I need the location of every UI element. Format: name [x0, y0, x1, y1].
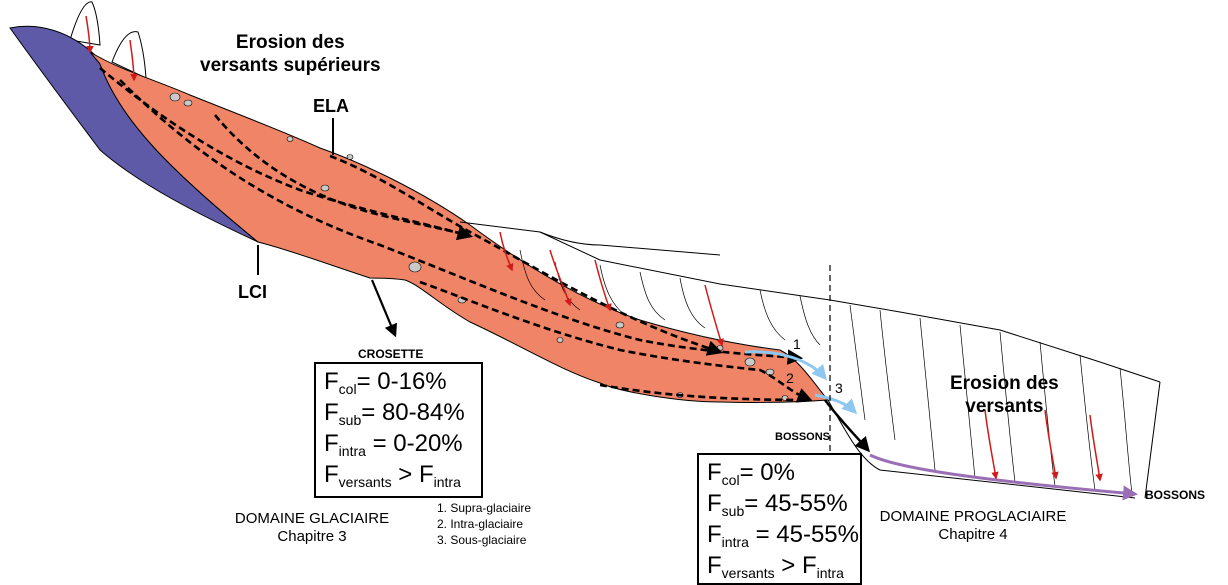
operator: > [398, 461, 413, 488]
box-glaciaire-row-intra: Fintra = 0-20% [324, 428, 473, 459]
symbol: F [707, 490, 722, 517]
subscript: col [338, 381, 357, 397]
crosette-arrow [370, 279, 398, 338]
subscript: intra [338, 443, 366, 459]
symbol: F [324, 368, 339, 395]
value: 45-55% [764, 490, 848, 517]
box-proglaciaire: Fcol= 0% Fsub= 45-55% Fintra = 45-55% Fv… [697, 453, 862, 585]
value: 80-84% [381, 399, 465, 426]
operator: = [739, 459, 754, 486]
box-proglaciaire-row-col: Fcol= 0% [707, 457, 852, 488]
box-glaciaire-row-col: Fcol= 0-16% [324, 366, 473, 397]
subscript: versants [338, 474, 392, 490]
path-label-3: 3 [835, 380, 843, 396]
erosion-lower-line-2: versants [965, 396, 1044, 417]
value: 0% [760, 459, 795, 486]
symbol: F [324, 430, 339, 457]
box-proglaciaire-row-sub: Fsub= 45-55% [707, 488, 852, 519]
subscript: sub [338, 412, 362, 428]
value: F [801, 552, 817, 579]
outflow-arrow [824, 399, 870, 453]
subscript: versants [721, 565, 775, 581]
path-mid [213, 114, 471, 238]
ela-label: ELA [313, 96, 349, 116]
transport-paths [99, 67, 813, 403]
box-glaciaire-row-sub: Fsub= 80-84% [324, 397, 473, 428]
domain-glaciaire-caption: DOMAINE GLACIAIRE Chapitre 3 [232, 510, 392, 546]
operator: = [755, 521, 770, 548]
value-subscript: intra [433, 474, 461, 490]
bossons-river-label: BOSSONS [1145, 488, 1206, 502]
symbol: F [707, 521, 722, 548]
subscript: col [721, 472, 740, 488]
domain-proglaciaire-caption: DOMAINE PROGLACIAIRE Chapitre 4 [878, 508, 1068, 544]
erosion-upper-line-1: Erosion des [235, 32, 345, 53]
subscript: intra [721, 534, 749, 550]
box-proglaciaire-row-intra: Fintra = 45-55% [707, 519, 859, 550]
rockfall-arrows [85, 15, 1103, 482]
crosette-label: CROSETTE [358, 347, 424, 361]
erosion-upper-line-2: versants supérieurs [200, 55, 381, 76]
box-proglaciaire-row-versants: Fversants > Fintra [707, 550, 852, 581]
symbol: F [324, 461, 339, 488]
meltwater-arrows [744, 350, 858, 415]
operator: = [361, 399, 376, 426]
domain-proglaciaire-chapter: Chapitre 4 [938, 526, 1008, 543]
path-label-1: 1 [793, 336, 801, 352]
value: 45-55% [776, 521, 859, 548]
legend-item-sous: 3. Sous-glaciaire [437, 533, 527, 547]
domain-proglaciaire-name: DOMAINE PROGLACIAIRE [879, 508, 1067, 525]
lci-label: LCI [238, 282, 267, 302]
value: 0-20% [393, 430, 463, 457]
erosion-lower-line-1: Erosion des [950, 373, 1059, 394]
erosion-lower-label: Erosion des versants [950, 372, 1059, 418]
operator: = [744, 490, 759, 517]
erosion-upper-label: Erosion des versants supérieurs [200, 31, 381, 77]
path-sub-base [599, 383, 811, 402]
legend-item-supra: 1. Supra-glaciaire [437, 501, 532, 515]
value-subscript: intra [816, 565, 844, 581]
value: 0-16% [377, 368, 447, 395]
symbol: F [324, 399, 339, 426]
operator: = [356, 368, 371, 395]
path-supra-ela [329, 154, 723, 356]
path-sub [419, 280, 813, 403]
symbol: F [707, 552, 722, 579]
path-label-2: 2 [786, 370, 794, 386]
legend-item-intra: 2. Intra-glaciaire [437, 517, 524, 531]
symbol: F [707, 459, 722, 486]
path-legend: 1. Supra-glaciaire 2. Intra-glaciaire 3.… [437, 500, 531, 548]
domain-glaciaire-name: DOMAINE GLACIAIRE [234, 510, 390, 527]
subscript: sub [721, 503, 745, 519]
river-bossons [869, 453, 1138, 501]
box-glaciaire: Fcol= 0-16% Fsub= 80-84% Fintra = 0-20% … [314, 362, 483, 498]
operator: = [372, 430, 387, 457]
domain-glaciaire-chapter: Chapitre 3 [277, 528, 347, 545]
summit-peaks [69, 1, 147, 79]
bossons-glacier-label: BOSSONS [775, 431, 831, 443]
path-intra [119, 79, 804, 365]
operator: > [781, 552, 796, 579]
value: F [418, 461, 434, 488]
box-glaciaire-row-versants: Fversants > Fintra [324, 459, 473, 490]
